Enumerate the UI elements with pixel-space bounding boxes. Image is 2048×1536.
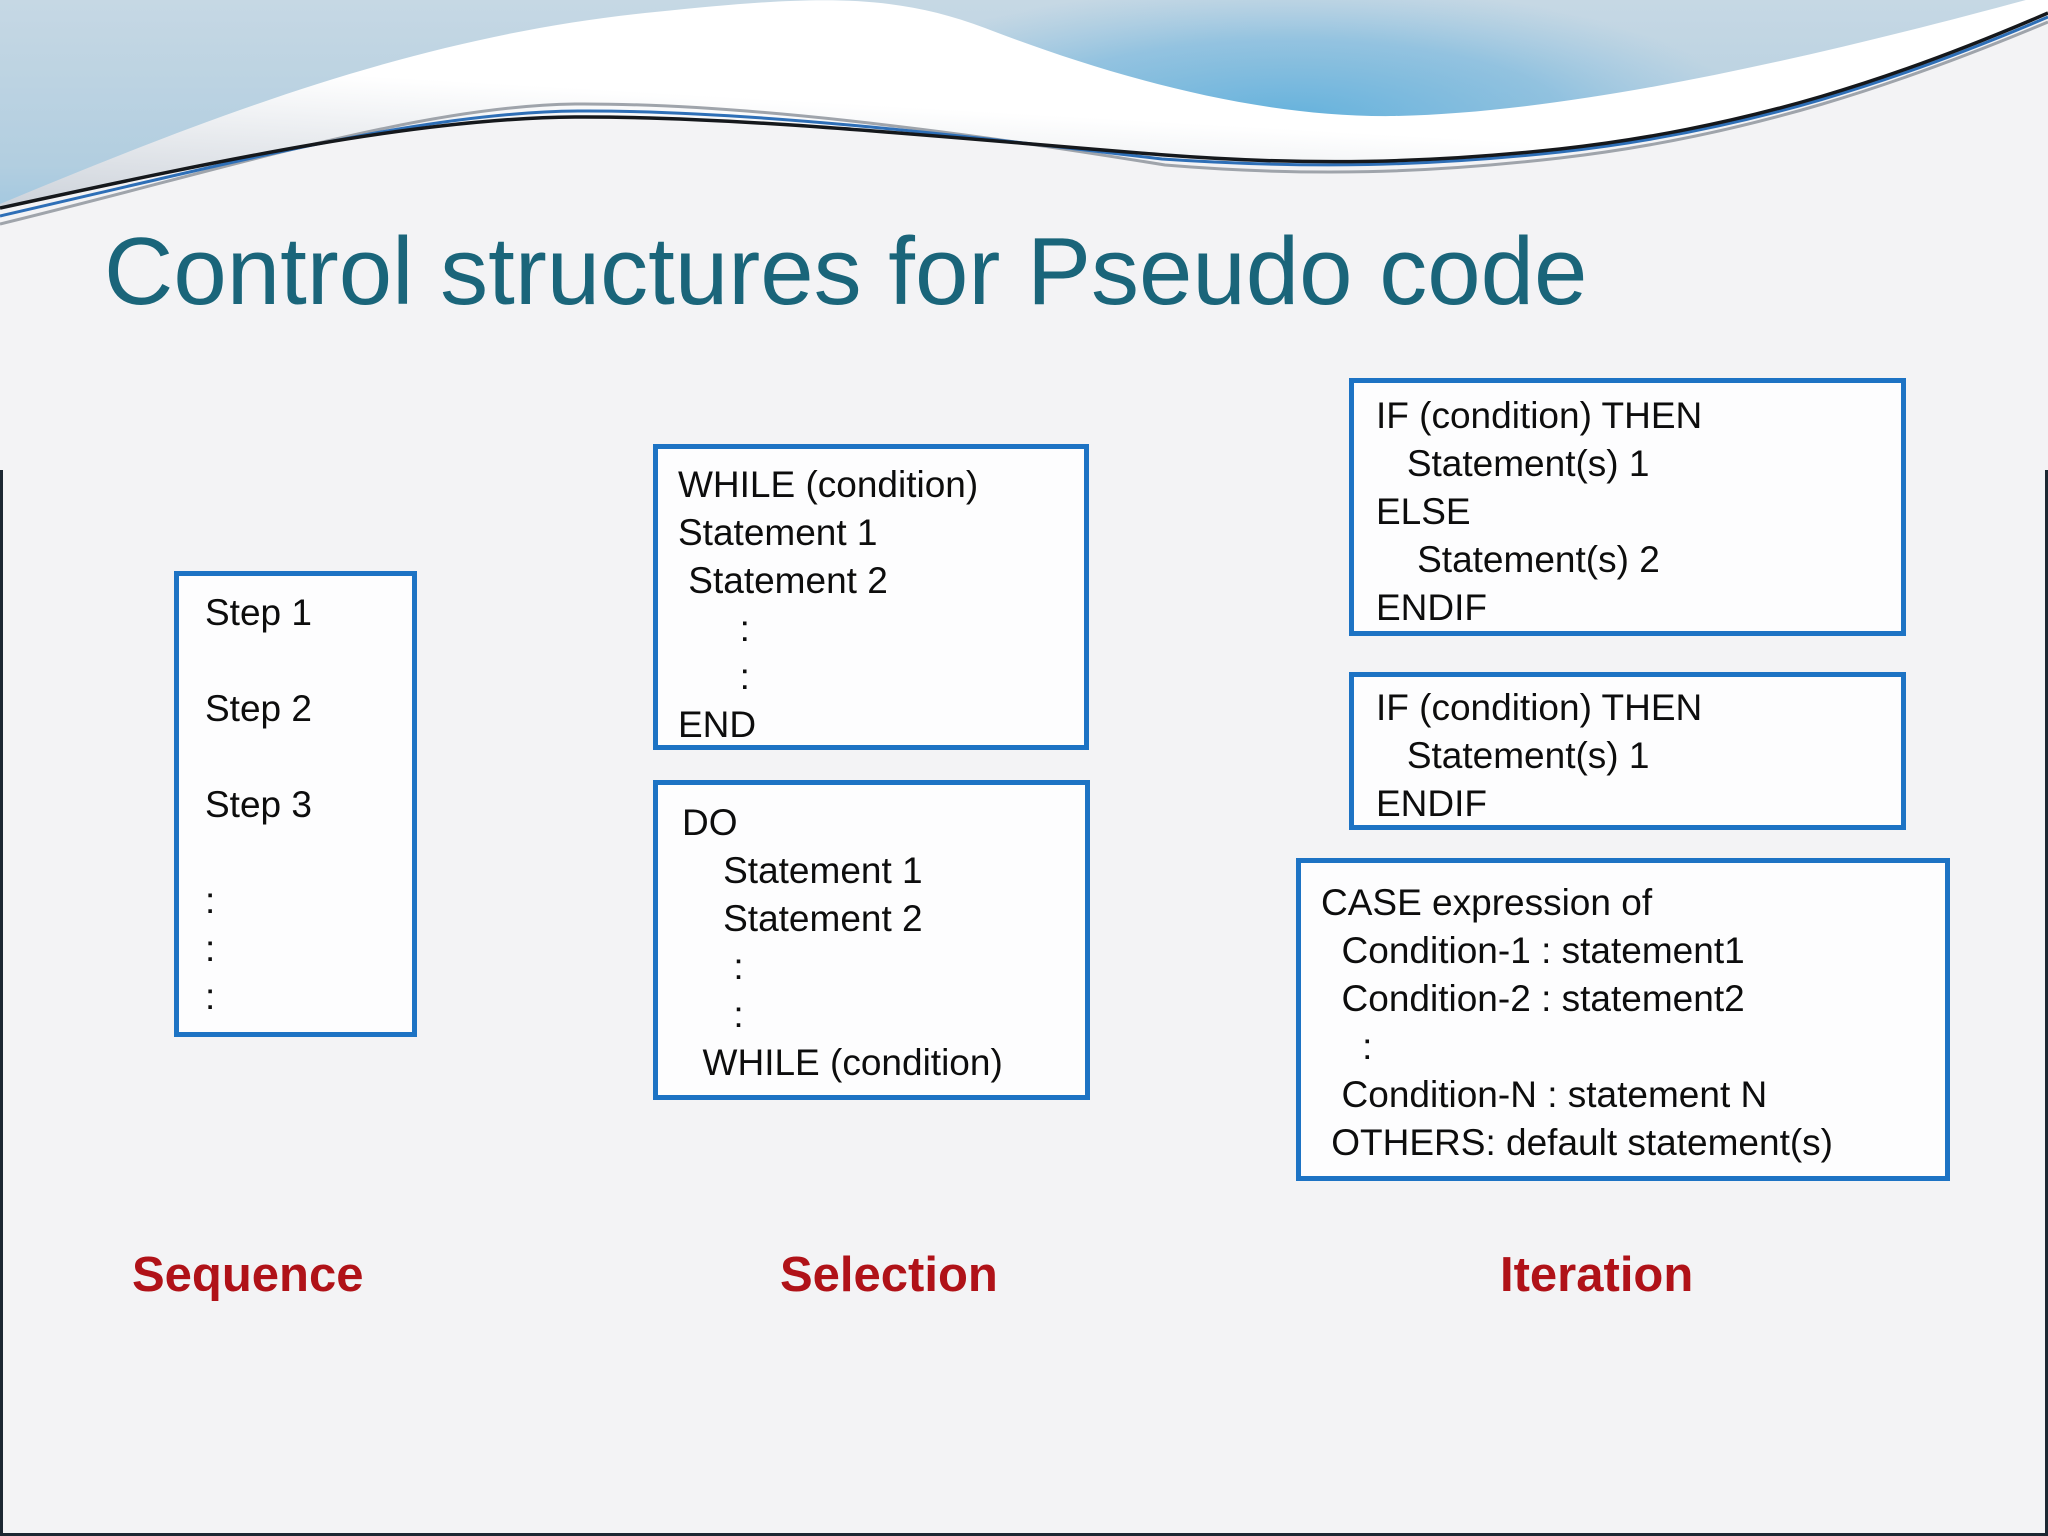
code-line: CASE expression of [1321,882,1653,923]
column-label-sequence: Sequence [132,1248,364,1302]
code-line: ELSE [1376,491,1471,532]
code-line: Statement 1 [678,512,878,553]
code-line: WHILE (condition) [682,1042,1003,1083]
slide-body-fill [0,13,2048,470]
code-line: Step 3 [205,784,312,825]
code-line: Statement(s) 1 [1376,735,1650,776]
code-line: Statement 2 [678,560,888,601]
code-line: : [205,880,216,921]
code-line: Statement(s) 2 [1376,539,1660,580]
page-title: Control structures for Pseudo code [104,218,1588,325]
wave-line-gray [0,20,2048,226]
code-line: : [205,976,216,1017]
code-line: : [678,656,750,697]
code-line [205,733,402,781]
code-line: IF (condition) THEN [1376,687,1703,728]
code-line: Condition-1 : statement1 [1321,930,1745,971]
code-line: WHILE (condition) [678,464,979,505]
column-label-iteration: Iteration [1500,1248,1694,1302]
code-line: : [682,946,744,987]
pseudocode-box-if-else: IF (condition) THEN Statement(s) 1 ELSE S… [1349,378,1906,636]
code-line: : [682,994,744,1035]
code-line: Condition-N : statement N [1321,1074,1768,1115]
pseudocode-box-if: IF (condition) THEN Statement(s) 1 ENDIF [1349,672,1906,830]
code-line: Condition-2 : statement2 [1321,978,1745,1019]
white-ribbon [0,0,2048,208]
pseudocode-box-do-while-loop: DO Statement 1 Statement 2 : : WHILE (co… [653,780,1090,1100]
code-line: OTHERS: default statement(s) [1321,1122,1834,1163]
code-line: END [678,704,757,745]
code-line: Statement 1 [682,850,923,891]
code-line: : [678,608,750,649]
code-line: IF (condition) THEN [1376,395,1703,436]
code-line: Step 1 [205,592,312,633]
pseudocode-box-case: CASE expression of Condition-1 : stateme… [1296,858,1950,1181]
wave-line-black [0,11,2048,210]
pseudocode-box-sequence-steps: Step 1 Step 2 Step 3 ::: [174,571,417,1037]
code-line: ENDIF [1376,587,1487,628]
pseudocode-box-while-loop: WHILE (condition) Statement 1 Statement 2… [653,444,1089,750]
header-wave-graphic [0,0,2048,470]
code-line: ENDIF [1376,783,1487,824]
wave-line-blue [0,15,2048,218]
code-line: Statement 2 [682,898,923,939]
code-line: Statement(s) 1 [1376,443,1650,484]
column-label-selection: Selection [780,1248,998,1302]
code-line: : [205,928,216,969]
code-line [205,829,402,877]
code-line: : [1321,1026,1373,1067]
code-line: DO [682,802,738,843]
code-line: Step 2 [205,688,312,729]
code-line [205,637,402,685]
